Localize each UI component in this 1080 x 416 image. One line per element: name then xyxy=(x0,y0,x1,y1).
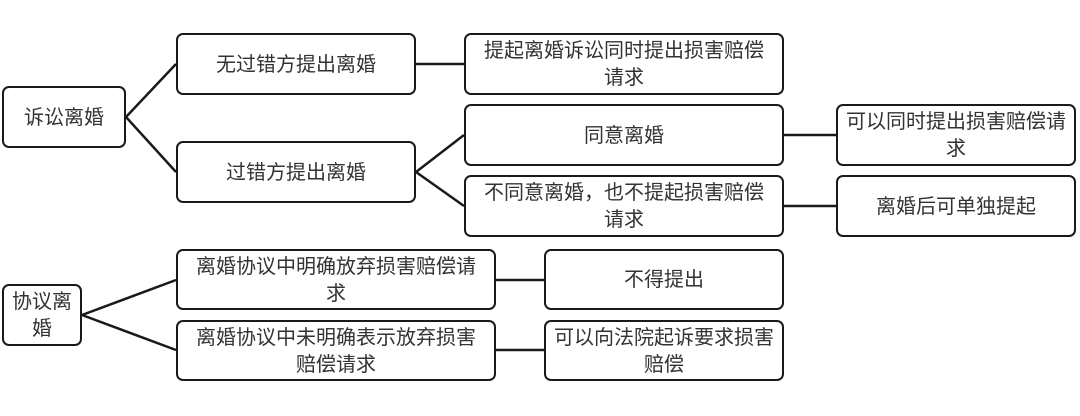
node-agreement-divorce: 协议离婚 xyxy=(2,284,82,346)
node-litigation-divorce: 诉讼离婚 xyxy=(2,86,126,148)
edge-agreement-not-explicit xyxy=(81,313,177,352)
node-disagree: 不同意离婚，也不提起损害赔偿请求 xyxy=(464,175,784,237)
edge-fault-disagree xyxy=(415,170,465,208)
edge-litigation-no-fault xyxy=(125,63,177,118)
node-no-fault-result: 提起离婚诉讼同时提出损害赔偿请求 xyxy=(464,33,784,95)
node-agree: 同意离婚 xyxy=(464,104,784,166)
node-explicit-waive: 离婚协议中明确放弃损害赔偿请求 xyxy=(176,249,496,310)
edge-fault-agree xyxy=(415,134,465,173)
edge-agreement-explicit xyxy=(81,278,177,317)
node-not-explicit-result: 可以向法院起诉要求损害赔偿 xyxy=(544,320,784,381)
node-explicit-result: 不得提出 xyxy=(544,249,784,310)
edge-litigation-fault xyxy=(125,116,177,173)
node-no-fault-party: 无过错方提出离婚 xyxy=(176,33,416,95)
node-fault-party: 过错方提出离婚 xyxy=(176,141,416,203)
node-disagree-result: 离婚后可单独提起 xyxy=(836,175,1076,237)
node-not-explicit: 离婚协议中未明确表示放弃损害赔偿请求 xyxy=(176,320,496,381)
node-agree-result: 可以同时提出损害赔偿请求 xyxy=(836,104,1076,166)
